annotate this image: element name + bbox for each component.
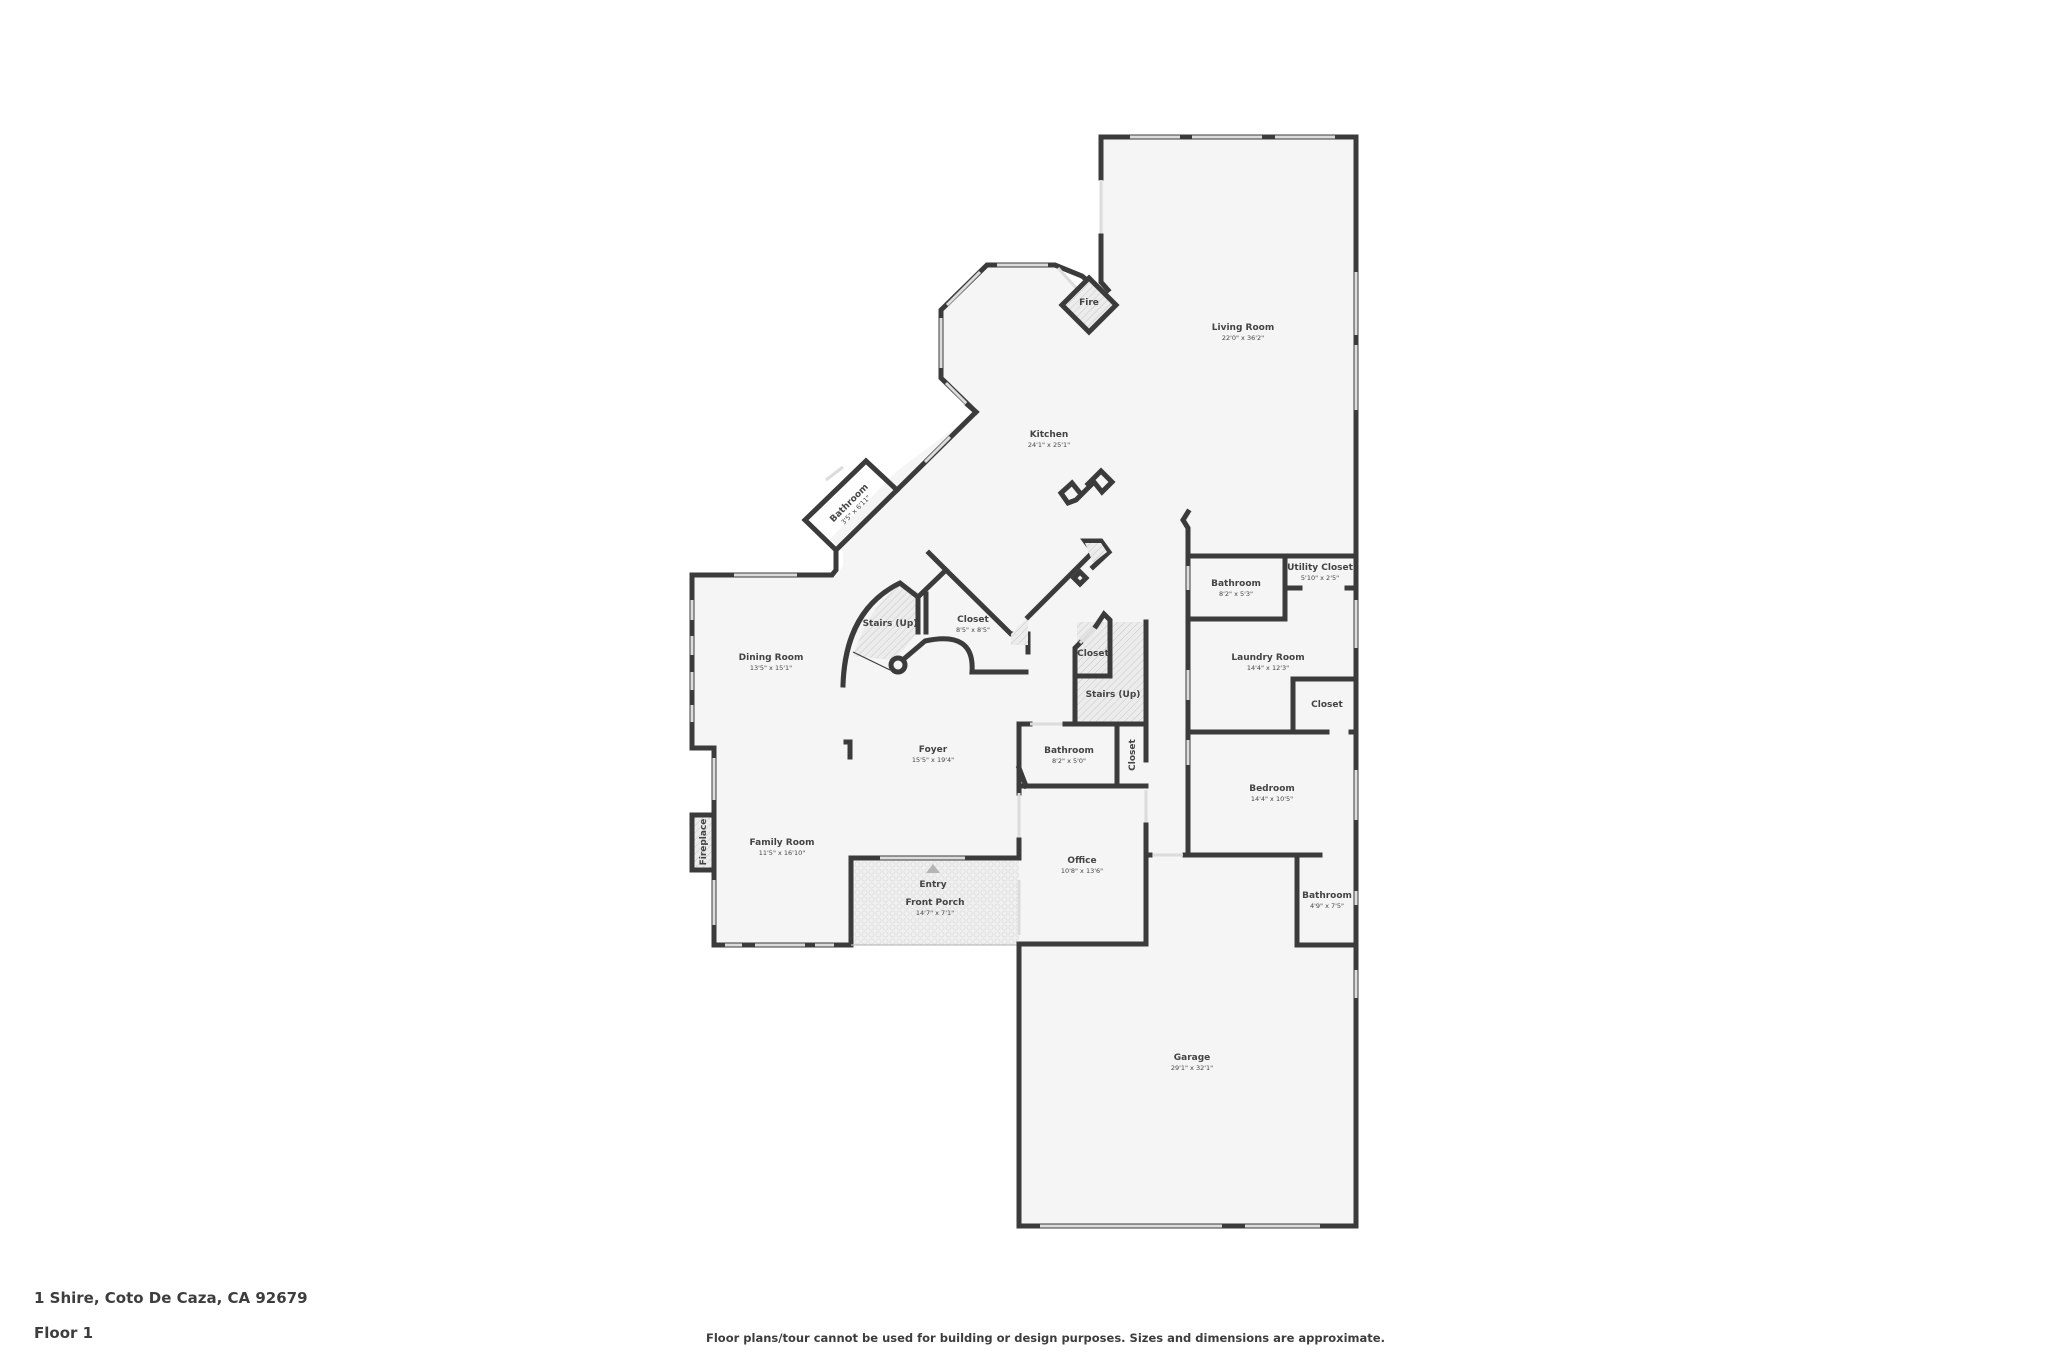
front-porch-floor — [851, 859, 1019, 945]
disclaimer-text: Floor plans/tour cannot be used for buil… — [706, 1331, 1385, 1345]
bedroom-label: Bedroom — [1249, 784, 1295, 794]
garage-label: Garage — [1174, 1053, 1211, 1063]
kitchen-label: Kitchen — [1030, 430, 1069, 440]
stairs-right-label: Stairs (Up) — [1086, 690, 1141, 700]
bathroom-upper-right-dims: 8'2" x 5'3" — [1219, 590, 1253, 598]
living-room-label: Living Room — [1212, 323, 1274, 333]
front-porch-label: Front Porch — [906, 898, 965, 908]
foyer-label: Foyer — [919, 745, 948, 755]
closet-vertical-label: Closet — [1128, 738, 1138, 770]
bathroom-garage-dims: 4'9" x 7'5" — [1310, 902, 1344, 910]
dining-room-label: Dining Room — [739, 653, 804, 663]
living-room-dims: 22'0" x 36'2" — [1222, 334, 1264, 342]
bedroom-dims: 14'4" x 10'5" — [1251, 795, 1293, 803]
property-address: 1 Shire, Coto De Caza, CA 92679 — [34, 1289, 308, 1307]
entry-label: Entry — [919, 880, 946, 890]
utility-closet-label: Utility Closet — [1287, 563, 1354, 573]
office-label: Office — [1067, 856, 1096, 866]
laundry-room-dims: 14'4" x 12'3" — [1247, 664, 1289, 672]
entry-arrow-icon — [926, 864, 940, 873]
fireplace-unit — [689, 812, 717, 873]
front-porch-dims: 14'7" x 7'1" — [916, 909, 954, 917]
closet-laundry-label: Closet — [1311, 700, 1343, 710]
closet-center-label: Closet — [957, 615, 989, 625]
garage-dims: 29'1" x 32'1" — [1171, 1064, 1213, 1072]
fireplace-label: Fireplace — [699, 819, 709, 866]
interior-walls — [843, 508, 1359, 1229]
utility-closet-dims: 5'10" x 2'5" — [1301, 574, 1339, 582]
fire-unit — [1058, 274, 1120, 336]
dining-room-dims: 13'5" x 15'1" — [750, 664, 792, 672]
family-room-dims: 11'5" x 16'10" — [759, 849, 805, 857]
foyer-dims: 15'5" x 19'4" — [912, 756, 954, 764]
stairs-left-label: Stairs (Up) — [863, 619, 918, 629]
closet-small-label: Closet — [1077, 649, 1109, 659]
family-room-label: Family Room — [750, 838, 815, 848]
laundry-room-label: Laundry Room — [1231, 653, 1304, 663]
floor-label: Floor 1 — [34, 1324, 94, 1342]
bathroom-upper-right-label: Bathroom — [1211, 579, 1261, 589]
office-dims: 10'8" x 13'6" — [1061, 867, 1103, 875]
bathroom-center-label: Bathroom — [1044, 746, 1094, 756]
bathroom-garage-label: Bathroom — [1302, 891, 1352, 901]
bathroom-center-dims: 8'2" x 5'0" — [1052, 757, 1086, 765]
fire-label: Fire — [1079, 298, 1099, 308]
floor-fill — [692, 137, 1356, 1226]
central-core — [840, 467, 1116, 688]
closet-center-dims: 8'5" x 8'5" — [956, 626, 990, 634]
kitchen-dims: 24'1" x 25'1" — [1028, 441, 1070, 449]
